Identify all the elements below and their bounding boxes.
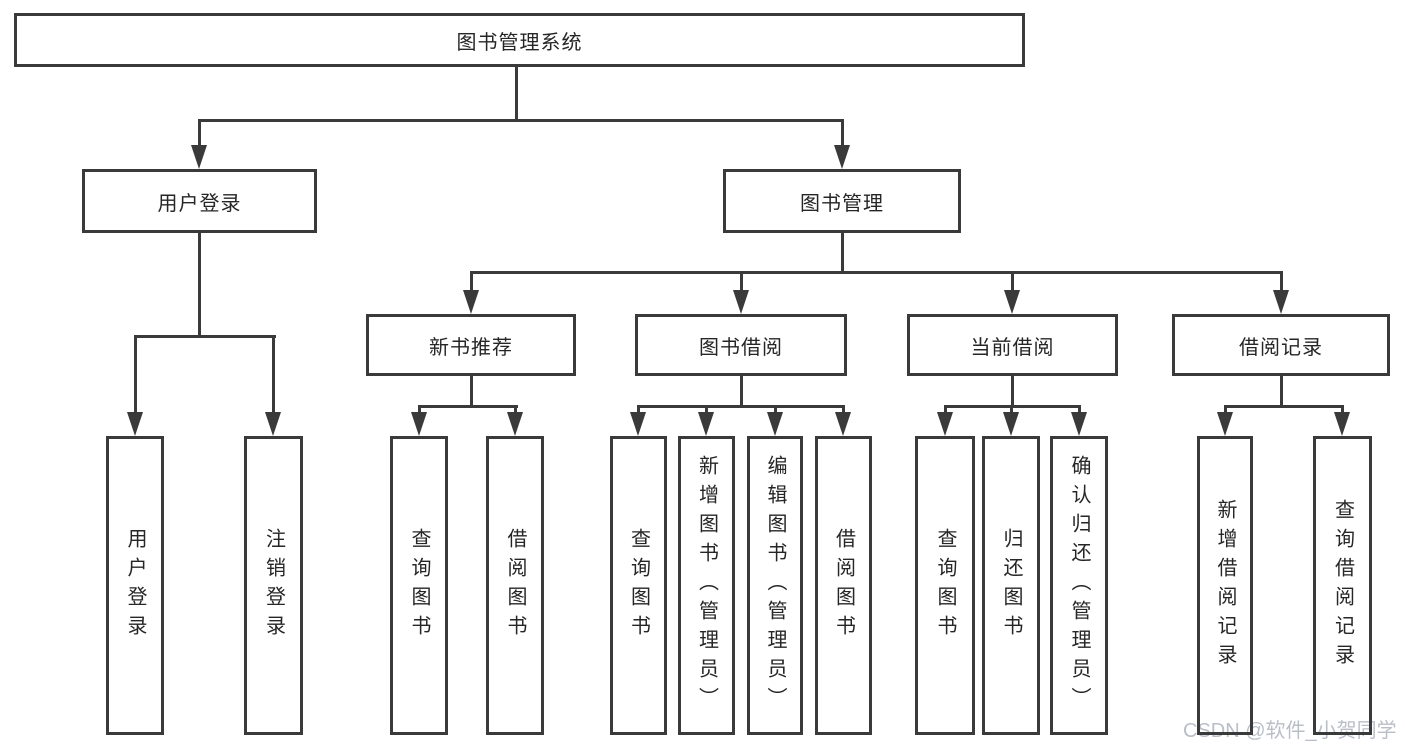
arrow-down-icon bbox=[767, 412, 783, 436]
node-leaf-borrow-books-1: 借阅图书 bbox=[486, 436, 544, 735]
connector-line bbox=[470, 271, 473, 293]
connector-line bbox=[418, 405, 421, 417]
node-borrow-records: 借阅记录 bbox=[1172, 314, 1390, 376]
connector-line bbox=[470, 376, 473, 407]
node-book-borrowing: 图书借阅 bbox=[635, 314, 847, 376]
node-new-book-recommend: 新书推荐 bbox=[366, 314, 576, 376]
arrow-down-icon bbox=[191, 145, 207, 169]
connector-line bbox=[774, 405, 777, 417]
connector-line bbox=[1078, 405, 1081, 417]
connector-line bbox=[418, 405, 518, 408]
connector-line bbox=[470, 271, 1283, 274]
node-user-login-module: 用户登录 bbox=[82, 169, 317, 233]
connector-line bbox=[841, 119, 844, 147]
node-root-library-system: 图书管理系统 bbox=[14, 13, 1025, 67]
node-leaf-user-login: 用户登录 bbox=[106, 436, 164, 735]
arrow-down-icon bbox=[937, 412, 953, 436]
connector-line bbox=[637, 405, 845, 408]
node-leaf-query-books-1: 查询图书 bbox=[390, 436, 448, 735]
arrow-down-icon bbox=[698, 412, 714, 436]
connector-line bbox=[637, 405, 640, 417]
connector-line bbox=[272, 335, 275, 414]
arrow-down-icon bbox=[265, 412, 281, 436]
node-leaf-confirm-return-admin: 确认归还（管理员） bbox=[1050, 436, 1108, 735]
connector-line bbox=[841, 233, 844, 273]
node-current-borrowing: 当前借阅 bbox=[907, 314, 1118, 376]
arrow-down-icon bbox=[507, 412, 523, 436]
connector-line bbox=[1341, 405, 1344, 417]
arrow-down-icon bbox=[463, 290, 479, 314]
connector-line bbox=[1010, 405, 1013, 417]
connector-line bbox=[198, 119, 844, 122]
connector-line bbox=[134, 335, 137, 414]
node-book-management-module: 图书管理 bbox=[723, 169, 961, 233]
connector-line bbox=[842, 405, 845, 417]
connector-line bbox=[1280, 376, 1283, 407]
connector-line bbox=[1011, 376, 1014, 407]
connector-line bbox=[515, 67, 518, 122]
node-leaf-edit-books-admin: 编辑图书（管理员） bbox=[747, 436, 803, 735]
node-leaf-borrow-books-2: 借阅图书 bbox=[815, 436, 872, 735]
node-leaf-query-books-2: 查询图书 bbox=[610, 436, 667, 735]
connector-line bbox=[1011, 271, 1014, 293]
connector-line bbox=[740, 376, 743, 407]
arrow-down-icon bbox=[1004, 290, 1020, 314]
arrow-down-icon bbox=[1071, 412, 1087, 436]
arrow-down-icon bbox=[411, 412, 427, 436]
connector-line bbox=[944, 405, 947, 417]
arrow-down-icon bbox=[834, 145, 850, 169]
connector-line bbox=[705, 405, 708, 417]
node-leaf-query-books-3: 查询图书 bbox=[915, 436, 975, 735]
connector-line bbox=[198, 119, 201, 147]
connector-line bbox=[740, 271, 743, 293]
arrow-down-icon bbox=[1273, 290, 1289, 314]
arrow-down-icon bbox=[835, 412, 851, 436]
csdn-watermark: CSDN @软件_小贺同学 bbox=[1183, 720, 1397, 742]
arrow-down-icon bbox=[1334, 412, 1350, 436]
connector-line bbox=[134, 335, 276, 338]
connector-line bbox=[198, 233, 201, 337]
arrow-down-icon bbox=[1003, 412, 1019, 436]
connector-line bbox=[1280, 271, 1283, 293]
arrow-down-icon bbox=[127, 412, 143, 436]
node-leaf-logout: 注销登录 bbox=[244, 436, 303, 735]
arrow-down-icon bbox=[1217, 412, 1233, 436]
arrow-down-icon bbox=[733, 290, 749, 314]
node-leaf-query-borrow-record: 查询借阅记录 bbox=[1313, 436, 1372, 735]
connector-line bbox=[1224, 405, 1227, 417]
node-leaf-add-borrow-record: 新增借阅记录 bbox=[1197, 436, 1253, 735]
connector-line bbox=[514, 405, 517, 417]
node-leaf-return-books: 归还图书 bbox=[982, 436, 1040, 735]
node-leaf-add-books-admin: 新增图书（管理员） bbox=[678, 436, 735, 735]
connector-line bbox=[1224, 405, 1344, 408]
arrow-down-icon bbox=[630, 412, 646, 436]
